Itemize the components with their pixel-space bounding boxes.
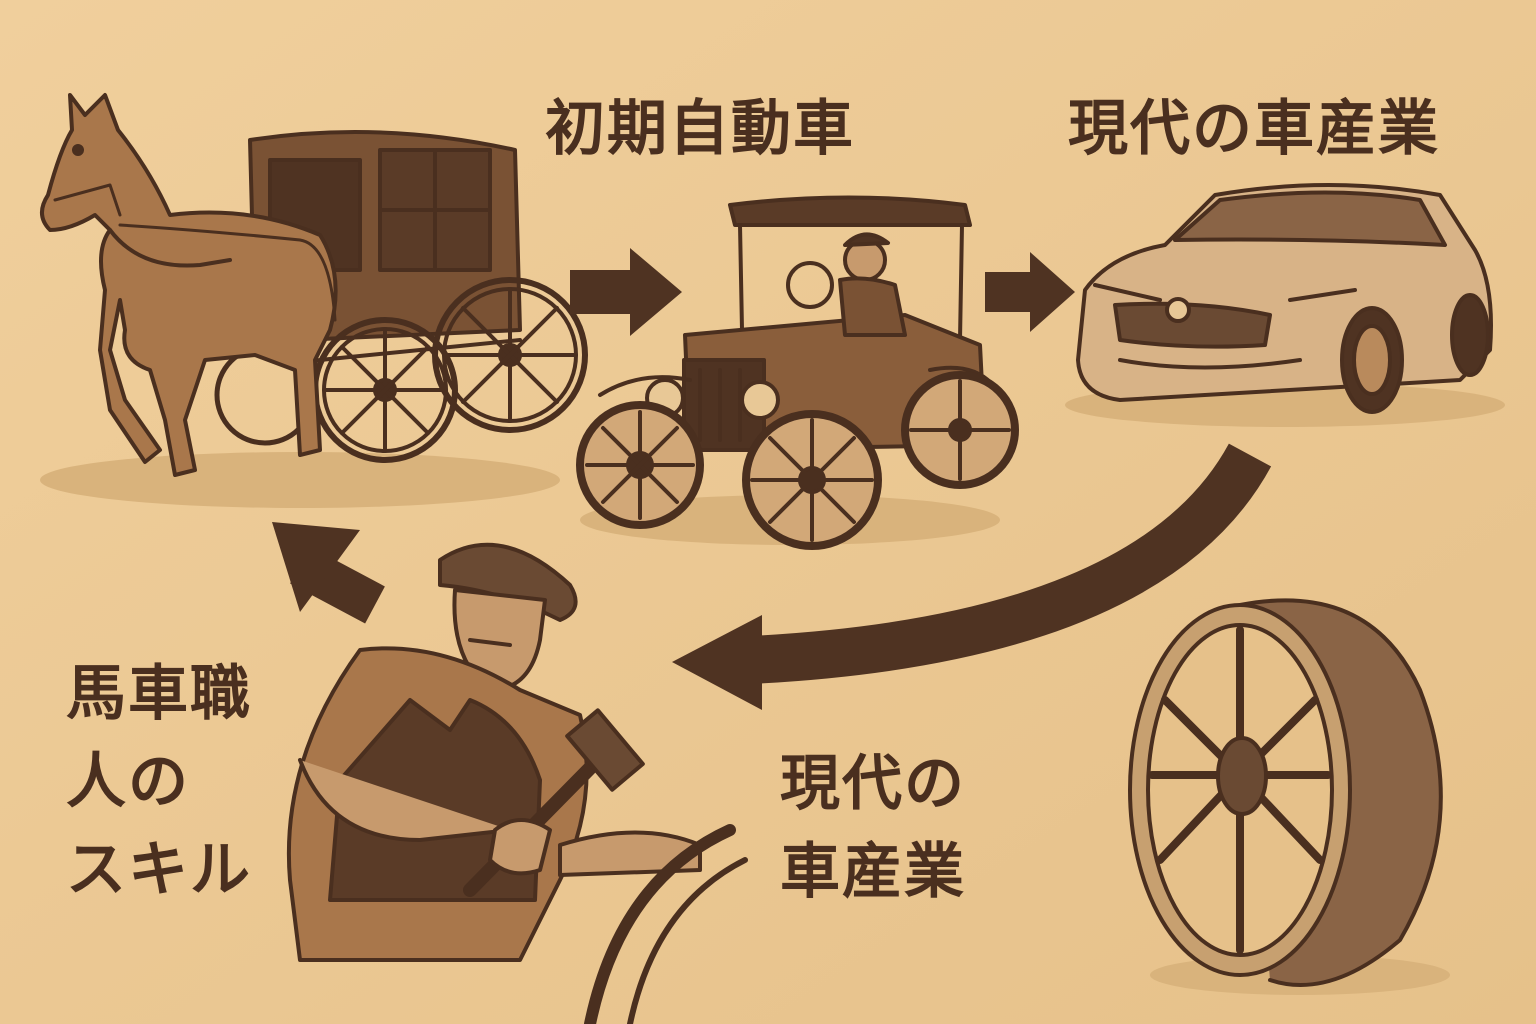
horse-carriage-illustration (40, 93, 588, 508)
horse (40, 93, 338, 477)
modern-car-illustration (1065, 183, 1505, 427)
early-automobile-illustration (576, 195, 1019, 550)
label-modern-car-industry: 現代の車産業 (1068, 94, 1440, 164)
modern-car-rear-wheel (1450, 293, 1490, 377)
label-line: 現代の (780, 749, 966, 819)
driver (786, 232, 907, 337)
wheel-with-tire-illustration (1128, 598, 1450, 995)
arrow-to-early-car (570, 248, 682, 336)
carriage-front-wheel (312, 317, 458, 463)
arrow-to-horse-carriage (272, 522, 385, 624)
curved-arrow-back-to-skills (672, 443, 1272, 710)
label-carriage-craftsman-skills: 馬車職 人の スキル (66, 650, 252, 914)
craftsman-illustration (286, 542, 748, 1024)
label-line: 車産業 (780, 837, 966, 907)
early-car-front-wheel (576, 401, 704, 529)
early-car-rear-wheel (901, 371, 1019, 489)
label-early-automobile: 初期自動車 (545, 94, 855, 164)
arrow-to-modern-car (985, 252, 1075, 332)
label-line: スキル (66, 835, 252, 905)
label-modern-car-industry-bottom: 現代の 車産業 (780, 740, 966, 916)
carriage-rear-wheel (432, 277, 588, 433)
modern-car-front-wheel (1340, 306, 1404, 414)
label-line: 人の (66, 747, 190, 817)
label-line: 馬車職 (66, 659, 252, 729)
early-car-mid-wheel (742, 410, 882, 550)
